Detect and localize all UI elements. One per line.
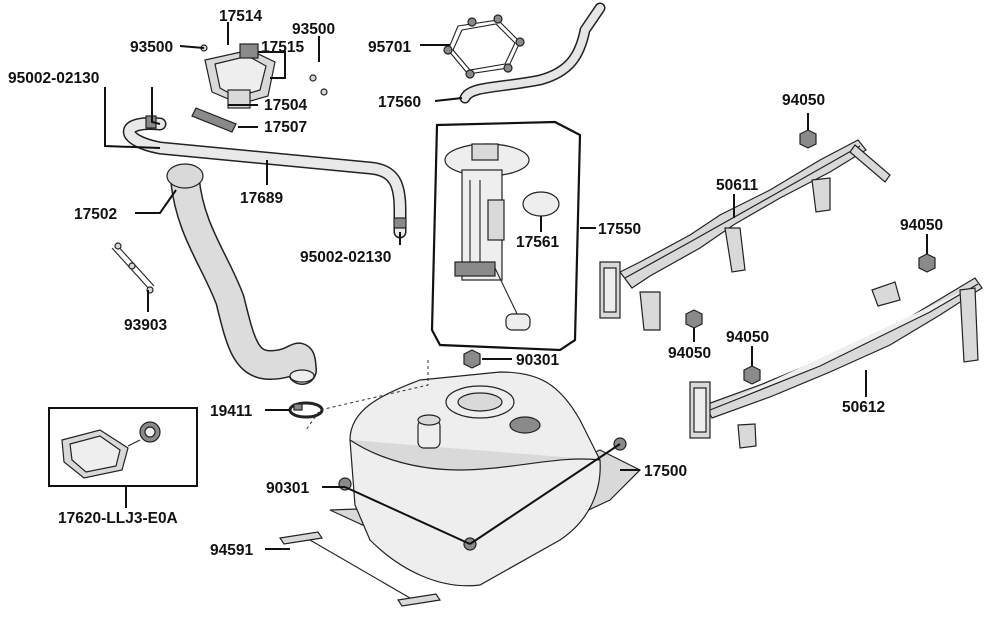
label-17500: 17500 — [644, 463, 687, 480]
frame-50611 — [599, 139, 891, 331]
hose-17560 — [459, 2, 606, 104]
label-95701: 95701 — [368, 39, 411, 56]
label-17504: 17504 — [264, 97, 307, 114]
label-90301-bottom: 90301 — [266, 480, 309, 497]
label-90301-top: 90301 — [516, 352, 559, 369]
fuel-pump-17550-group — [430, 120, 582, 352]
label-94050-mid-right: 94050 — [726, 329, 769, 346]
label-17689: 17689 — [240, 190, 283, 207]
label-17560: 17560 — [378, 94, 421, 111]
label-95002-bottom: 95002-02130 — [300, 249, 391, 266]
label-93500-right: 93500 — [292, 21, 335, 38]
part-labels: 17514 93500 93500 17515 95002-02130 1750… — [8, 8, 943, 559]
label-17502: 17502 — [74, 206, 117, 223]
clamp-19411 — [288, 401, 324, 419]
label-94050-mid-left: 94050 — [668, 345, 711, 362]
label-50612: 50612 — [842, 399, 885, 416]
fuel-tank-17500 — [329, 371, 642, 587]
label-17561: 17561 — [516, 234, 559, 251]
label-94050-right: 94050 — [900, 217, 943, 234]
label-93500-left: 93500 — [130, 39, 173, 56]
label-17514: 17514 — [219, 8, 262, 25]
filler-neck-17502 — [166, 163, 317, 385]
strap-94591 — [278, 531, 442, 607]
label-93903: 93903 — [124, 317, 167, 334]
label-95002-top: 95002-02130 — [8, 70, 99, 87]
nut-94050-set — [685, 129, 936, 385]
frame-50612 — [689, 277, 983, 449]
label-94591: 94591 — [210, 542, 253, 559]
purge-valve-assembly — [191, 43, 328, 133]
label-17507: 17507 — [264, 119, 307, 136]
label-19411: 19411 — [210, 403, 253, 420]
assembly-guide — [305, 360, 429, 431]
inset-17620 — [48, 407, 198, 487]
breather-tube-93903 — [111, 242, 155, 294]
gasket-ring-95701 — [443, 14, 525, 79]
label-17550: 17550 — [598, 221, 641, 238]
nut-90301-top — [463, 349, 481, 369]
label-94050-top: 94050 — [782, 92, 825, 109]
label-17515: 17515 — [261, 39, 304, 56]
label-17620: 17620-LLJ3-E0A — [58, 510, 178, 527]
label-50611: 50611 — [716, 177, 759, 194]
leader-lines — [104, 22, 928, 550]
